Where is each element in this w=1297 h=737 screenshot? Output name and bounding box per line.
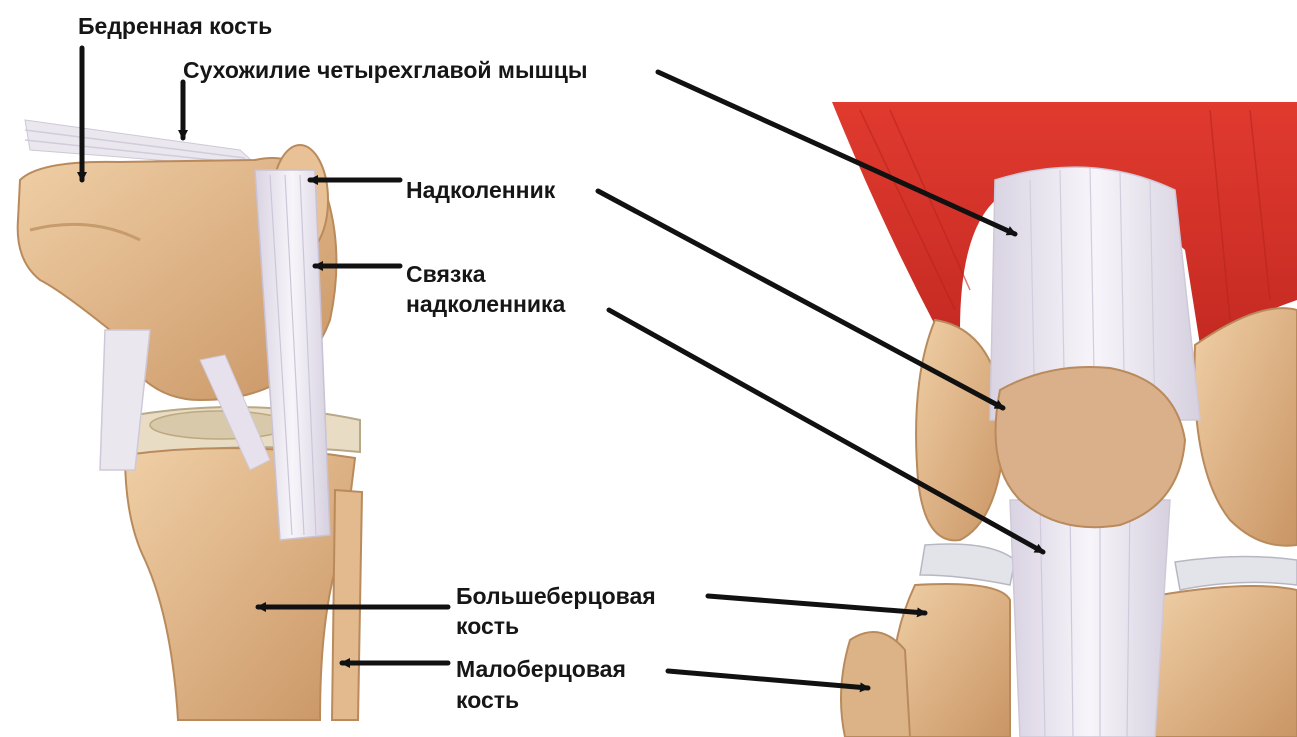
- right-femur-condyle-right: [1194, 308, 1297, 546]
- label-tibia-line1: Большеберцовая: [456, 582, 656, 610]
- right-patella: [996, 367, 1186, 527]
- right-knee-illustration: [832, 102, 1297, 737]
- right-meniscus: [920, 544, 1015, 585]
- label-patellar-ligament-line1: Связка: [406, 260, 486, 288]
- label-fibula-line1: Малоберцовая: [456, 655, 626, 683]
- label-femur: Бедренная кость: [78, 12, 272, 40]
- label-tibia-line2: кость: [456, 612, 519, 640]
- left-knee-illustration: [18, 120, 362, 720]
- arrow-tibia-right: [708, 596, 925, 613]
- label-fibula-line2: кость: [456, 686, 519, 714]
- label-patella: Надколенник: [406, 176, 555, 204]
- right-tibia: [893, 584, 1010, 737]
- label-quadriceps-tendon: Сухожилие четырехглавой мышцы: [183, 56, 588, 84]
- arrow-fibula-right: [668, 671, 868, 688]
- label-patellar-ligament-line2: надколенника: [406, 290, 565, 318]
- right-patellar-ligament: [1010, 500, 1170, 737]
